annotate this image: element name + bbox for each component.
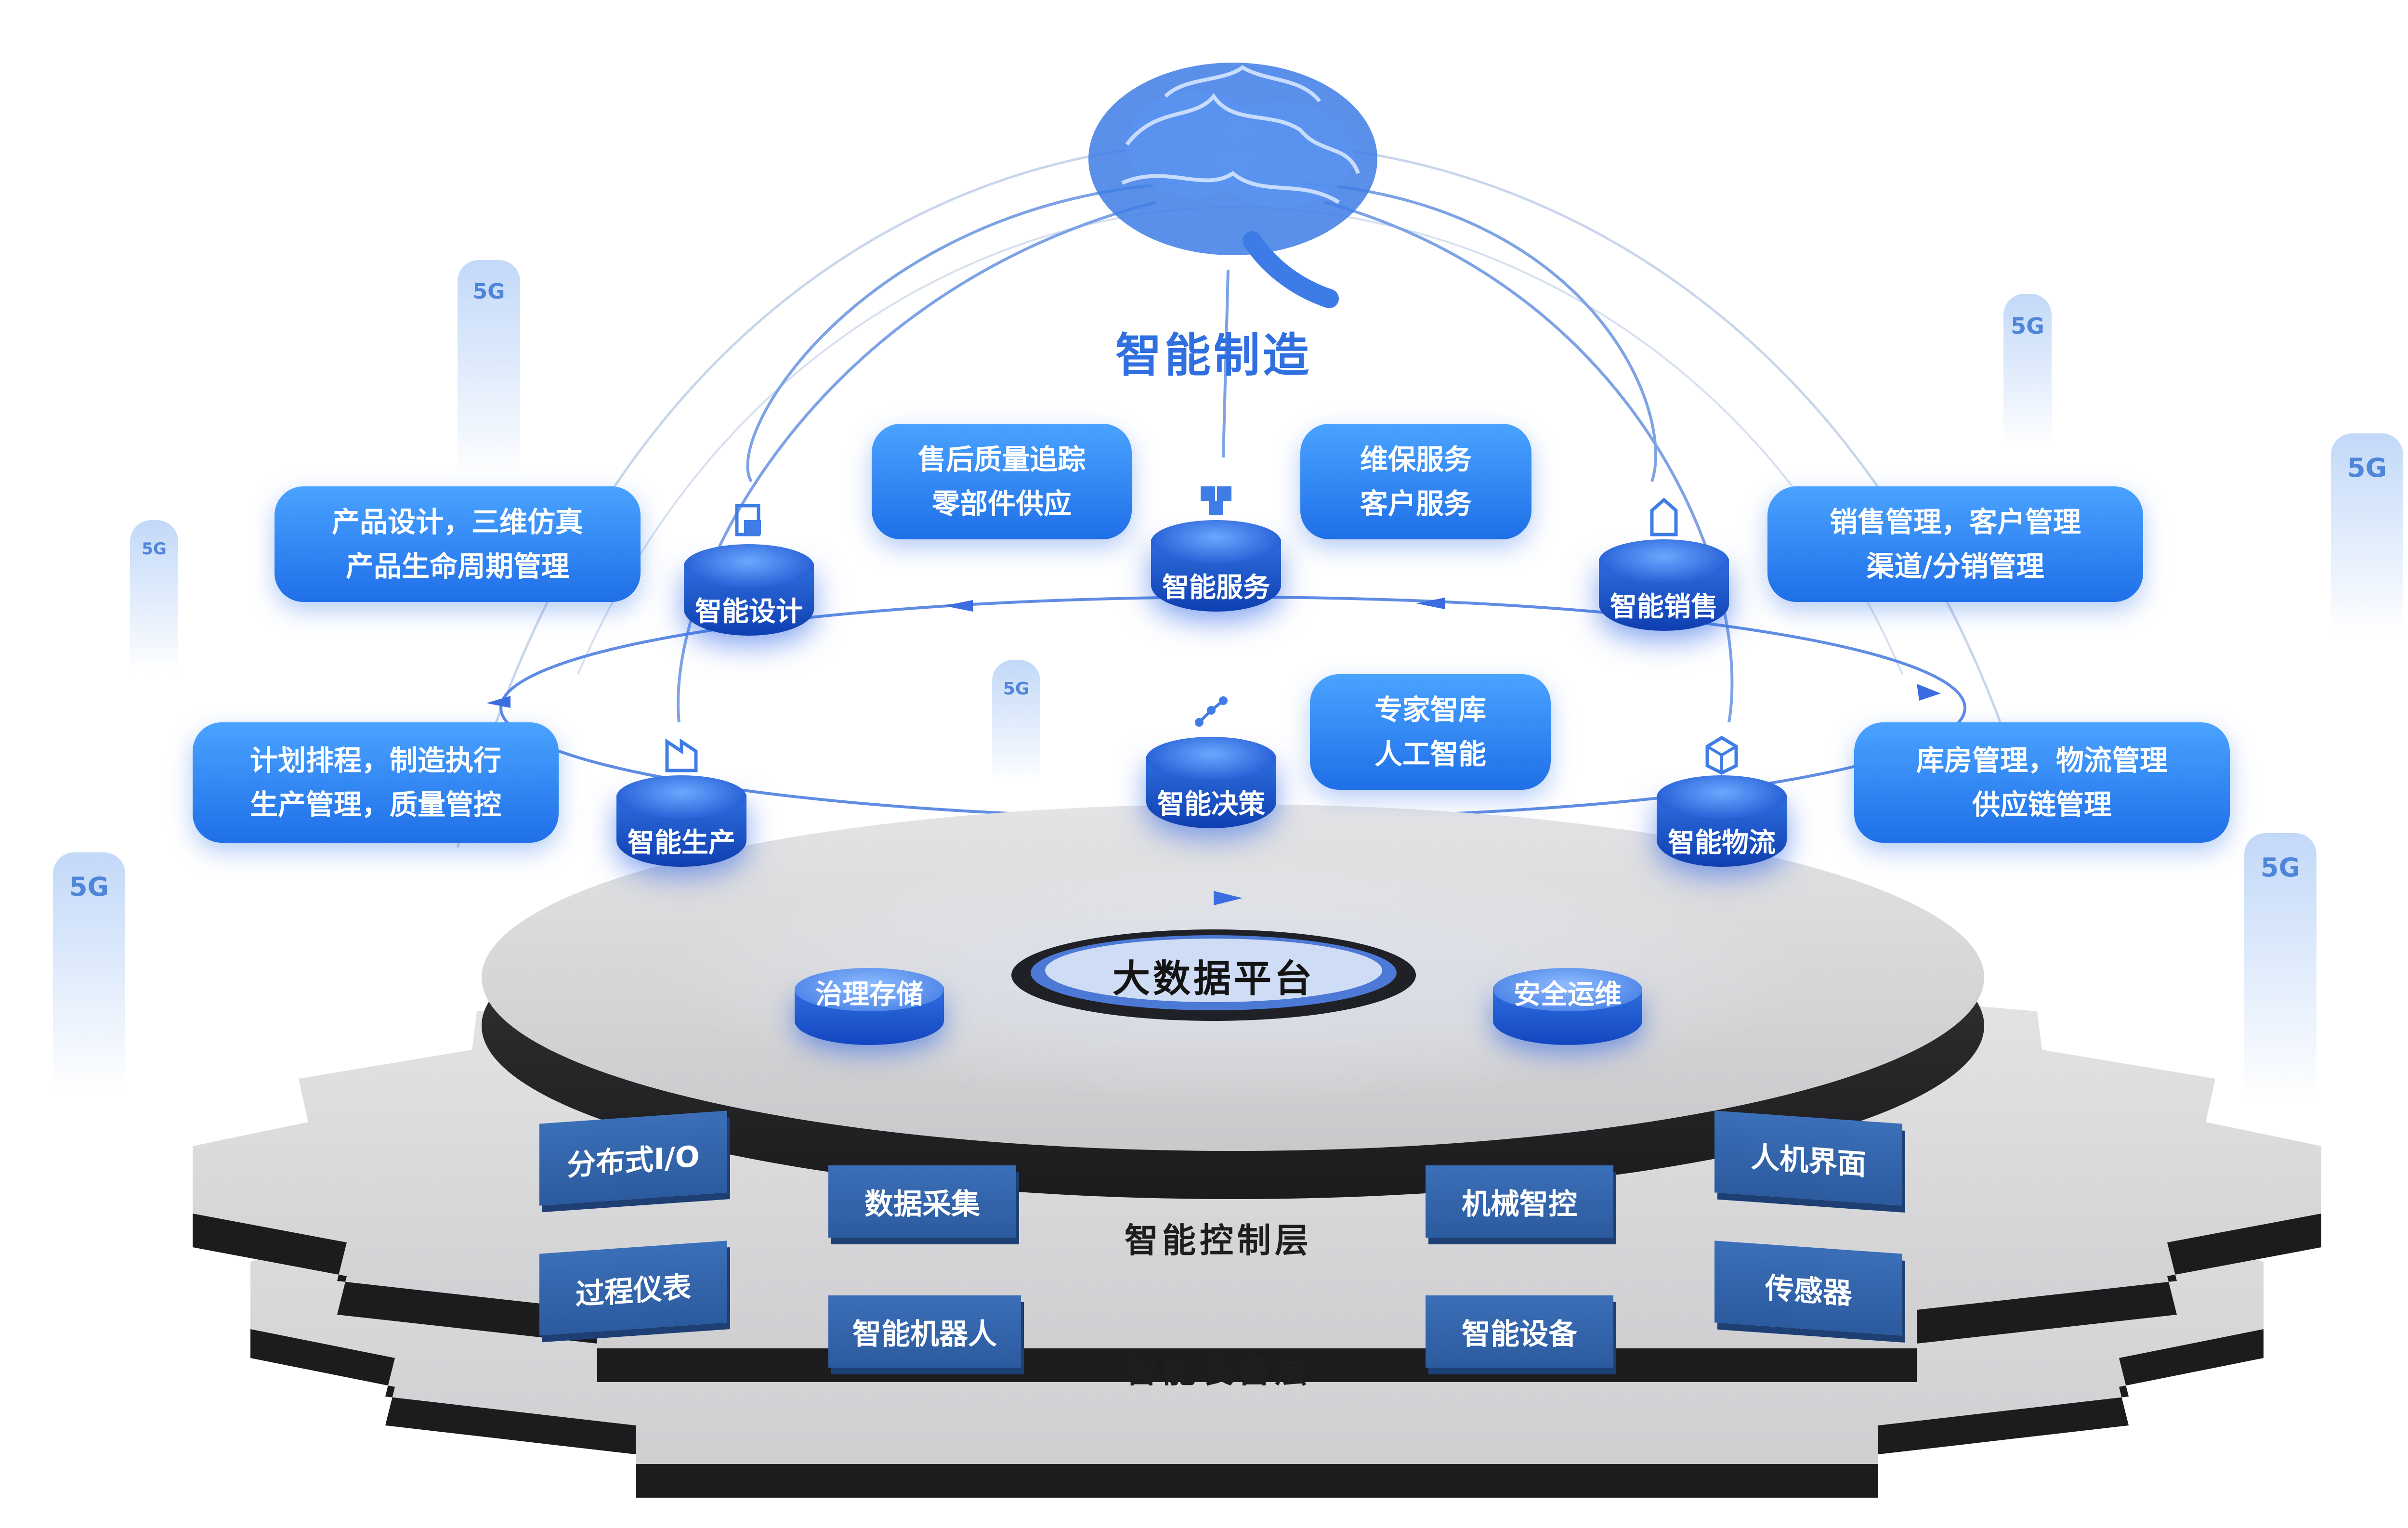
control-tile: 机械智控 <box>1426 1165 1613 1238</box>
control-tile: 人机界面 <box>1714 1110 1902 1206</box>
arc-brain-design <box>746 182 1180 483</box>
flow-arrow <box>1214 891 1243 905</box>
callout-line: 产品生命周期管理 <box>345 550 569 583</box>
module-label: 智能生产 <box>628 827 735 859</box>
arc-brain-service <box>1222 269 1230 458</box>
sub-module-label: 治理存储 <box>815 979 923 1010</box>
equipment-tile: 过程仪表 <box>539 1241 727 1336</box>
callout-line: 销售管理，客户管理 <box>1829 506 2081 538</box>
module-decision: 智能决策 <box>1146 696 1276 838</box>
module-service: 智能服务 <box>1151 486 1281 621</box>
module-logistics: 智能物流 <box>1657 735 1787 876</box>
callout-line: 专家智库 <box>1374 693 1486 726</box>
factory-icon <box>665 738 698 772</box>
5g-beacon: 5G <box>458 260 520 482</box>
callout-service-left: 售后质量追踪 零部件供应 <box>872 424 1132 539</box>
flow-arrow <box>1917 684 1941 701</box>
equipment-tile: 智能机器人 <box>828 1295 1021 1368</box>
callout-line: 渠道/分销管理 <box>1866 550 2044 583</box>
flow-arrow <box>1416 598 1445 609</box>
callout-line: 零部件供应 <box>931 487 1072 520</box>
callout-sales: 销售管理，客户管理 渠道/分销管理 <box>1767 486 2143 602</box>
module-label: 智能设计 <box>695 596 803 627</box>
module-label: 智能物流 <box>1668 827 1776 859</box>
5g-beacon: 5G <box>2003 294 2052 448</box>
network-nodes-icon <box>1195 696 1228 727</box>
brain-icon <box>1088 63 1377 308</box>
sub-module-storage: 治理存储 <box>795 958 944 1059</box>
5g-beacon: 5G <box>2331 433 2403 636</box>
sub-module-security: 安全运维 <box>1493 958 1642 1059</box>
callout-logistics: 库房管理，物流管理 供应链管理 <box>1854 722 2230 843</box>
tag-icon <box>1650 497 1678 536</box>
module-label: 智能服务 <box>1162 572 1270 603</box>
flow-arrow <box>944 600 973 612</box>
callout-decision: 专家智库 人工智能 <box>1310 674 1551 790</box>
arc-brain-logistics <box>1324 201 1734 723</box>
callout-service-right: 维保服务 客户服务 <box>1300 424 1531 539</box>
platform-label: 大数据平台 <box>1112 957 1315 1001</box>
callout-line: 售后质量追踪 <box>917 443 1086 476</box>
equipment-layer-label: 智能装备层 <box>1125 1351 1312 1390</box>
callout-line: 供应链管理 <box>1972 788 2112 821</box>
5g-beacon: 5G <box>130 520 178 674</box>
equipment-tile: 传感器 <box>1714 1241 1902 1336</box>
control-layer-label: 智能控制层 <box>1125 1221 1312 1260</box>
callout-line: 库房管理，物流管理 <box>1916 744 2168 777</box>
callout-line: 计划排程，制造执行 <box>249 744 501 777</box>
5g-beacon: 5G <box>53 852 125 1093</box>
arc-brain-production <box>677 201 1156 723</box>
control-tile: 分布式I/O <box>539 1110 727 1206</box>
5g-beacon: 5G <box>2244 833 2316 1103</box>
control-tile: 数据采集 <box>828 1165 1016 1238</box>
module-label: 智能决策 <box>1157 789 1265 820</box>
module-design: 智能设计 <box>684 504 814 645</box>
callout-design: 产品设计，三维仿真 产品生命周期管理 <box>275 486 641 602</box>
document-icon <box>735 504 761 536</box>
callout-line: 维保服务 <box>1360 443 1472 476</box>
module-label: 智能销售 <box>1610 591 1718 623</box>
5g-beacon: 5G <box>992 660 1040 785</box>
flow-arrow <box>486 696 510 708</box>
diagram-title: 智能制造 <box>1115 328 1312 382</box>
package-icon <box>1705 735 1738 775</box>
callout-line: 客户服务 <box>1360 487 1472 520</box>
callout-production: 计划排程，制造执行 生产管理，质量管控 <box>193 722 559 843</box>
callout-line: 人工智能 <box>1374 738 1486 771</box>
callout-line: 产品设计，三维仿真 <box>331 506 583 538</box>
cube-cluster-icon <box>1201 486 1231 515</box>
sub-module-label: 安全运维 <box>1514 979 1622 1010</box>
module-production: 智能生产 <box>616 738 746 876</box>
callout-line: 生产管理，质量管控 <box>249 788 501 821</box>
module-sales: 智能销售 <box>1599 497 1729 640</box>
equipment-tile: 智能设备 <box>1426 1295 1613 1368</box>
